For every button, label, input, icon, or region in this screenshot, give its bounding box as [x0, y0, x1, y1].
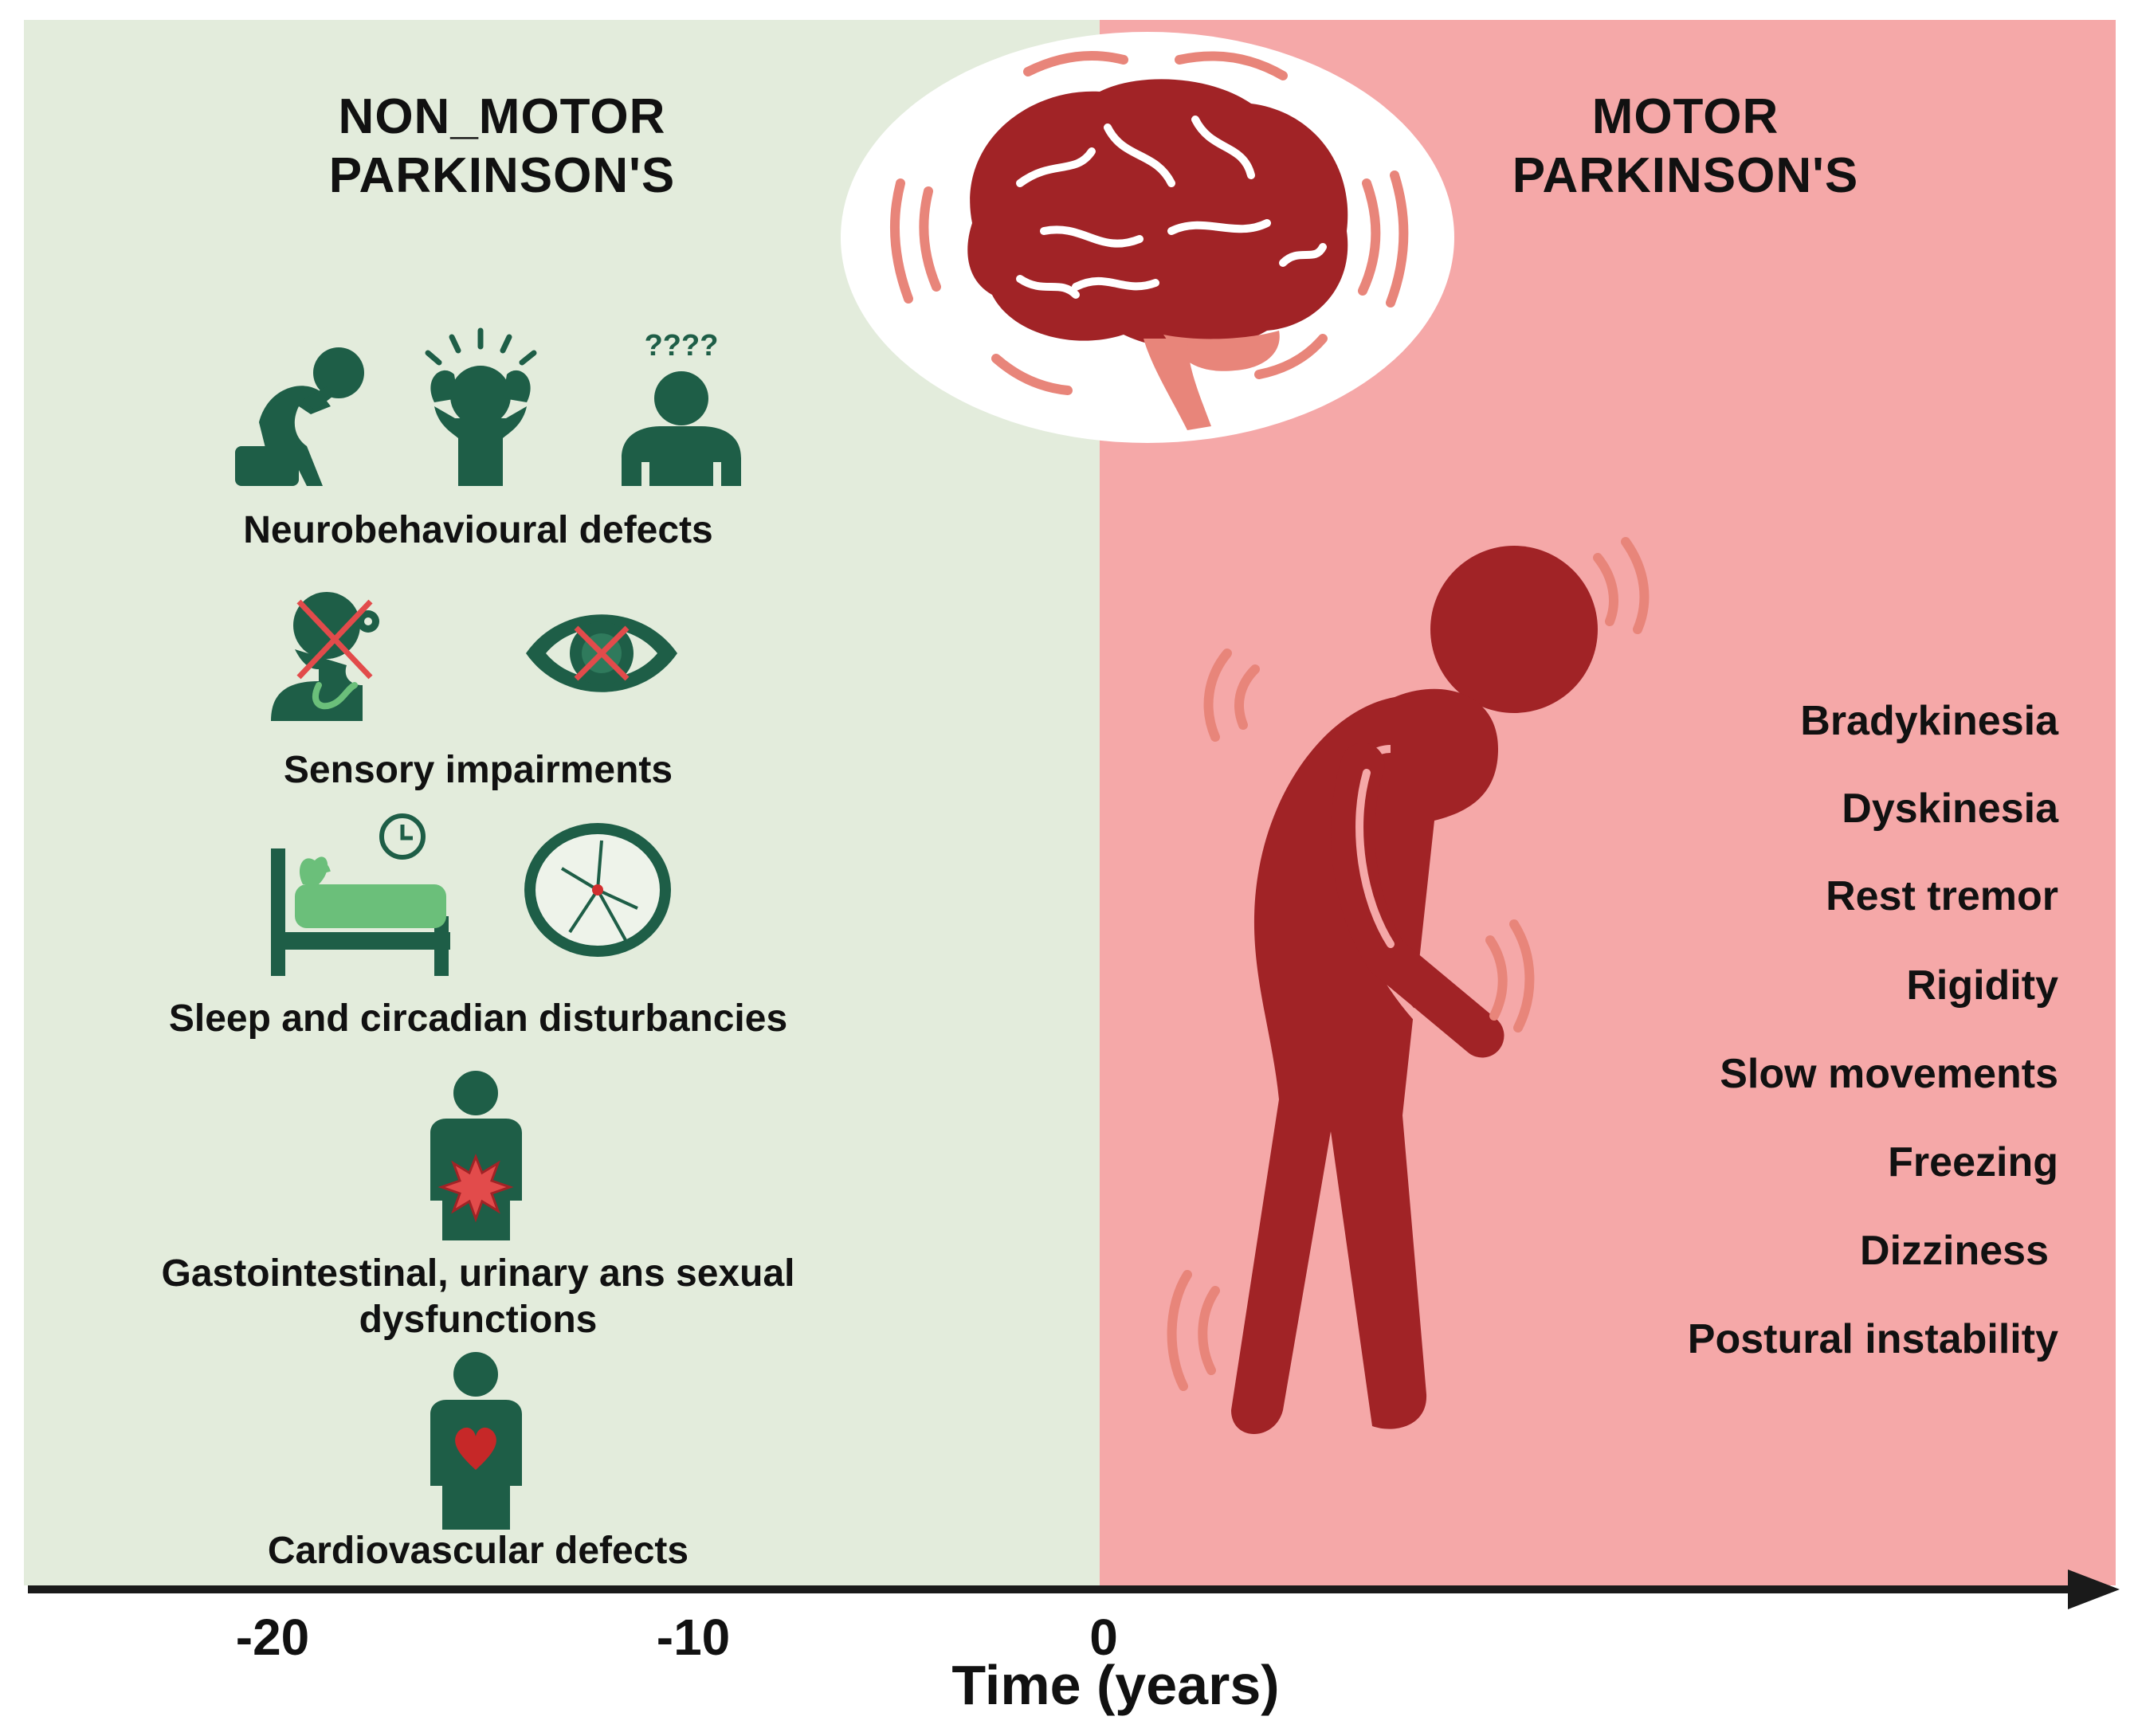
- category-label-sensory: Sensory impairments: [283, 749, 673, 791]
- vision-loss-icon: [526, 614, 677, 692]
- axis-title: Time (years): [951, 1654, 1280, 1716]
- parkinson-walking-figure-icon: [1167, 537, 1650, 1434]
- motor-heading-line1: MOTOR: [1591, 89, 1779, 144]
- broken-clock-icon: [524, 823, 671, 957]
- category-label-gastrointestinal-line1: Gastointestinal, urinary ans sexual: [161, 1252, 795, 1295]
- motor-symptom: Slow movements: [1720, 1051, 2058, 1097]
- motor-heading: MOTOR PARKINSON'S: [1446, 88, 1924, 206]
- sad-person-icon: [235, 347, 364, 486]
- motor-symptom: Freezing: [1888, 1139, 2058, 1185]
- motor-symptom: Bradykinesia: [1800, 698, 2058, 744]
- motor-symptom: Dizziness: [1860, 1228, 2049, 1274]
- motor-heading-line2: PARKINSON'S: [1512, 148, 1859, 203]
- non-motor-heading-line1: NON_MOTOR: [338, 89, 666, 144]
- category-label-cardiovascular: Cardiovascular defects: [267, 1530, 689, 1572]
- stomach-pain-icon: [430, 1071, 522, 1240]
- stressed-person-icon: [425, 327, 537, 486]
- category-label-neurobehavioural: Neurobehavioural defects: [243, 509, 713, 551]
- axis-tick-minus-20: -20: [235, 1609, 310, 1666]
- motor-symptom: Rest tremor: [1826, 873, 2058, 919]
- bed-sleep-icon: [271, 813, 450, 976]
- motor-symptom: Postural instability: [1687, 1316, 2058, 1362]
- axis-tick-minus-10: -10: [656, 1609, 731, 1666]
- non-motor-heading-line2: PARKINSON'S: [328, 148, 676, 203]
- heart-person-icon: [430, 1352, 522, 1530]
- brain-icon: [841, 32, 1454, 443]
- category-label-gastrointestinal: Gastointestinal, urinary ans sexual dysf…: [120, 1251, 837, 1343]
- time-axis-arrow: [28, 1569, 2120, 1609]
- question-marks-text: ????: [645, 329, 719, 362]
- category-label-gastrointestinal-line2: dysfunctions: [359, 1299, 598, 1341]
- category-label-sleep: Sleep and circadian disturbancies: [168, 997, 788, 1040]
- non-motor-heading: NON_MOTOR PARKINSON'S: [263, 88, 741, 206]
- confused-person-icon: ????: [622, 329, 741, 486]
- axis-tick-zero: 0: [1089, 1609, 1118, 1666]
- motor-symptom: Rigidity: [1906, 962, 2058, 1009]
- smell-loss-icon: [271, 592, 379, 721]
- motor-symptom: Dyskinesia: [1842, 786, 2058, 832]
